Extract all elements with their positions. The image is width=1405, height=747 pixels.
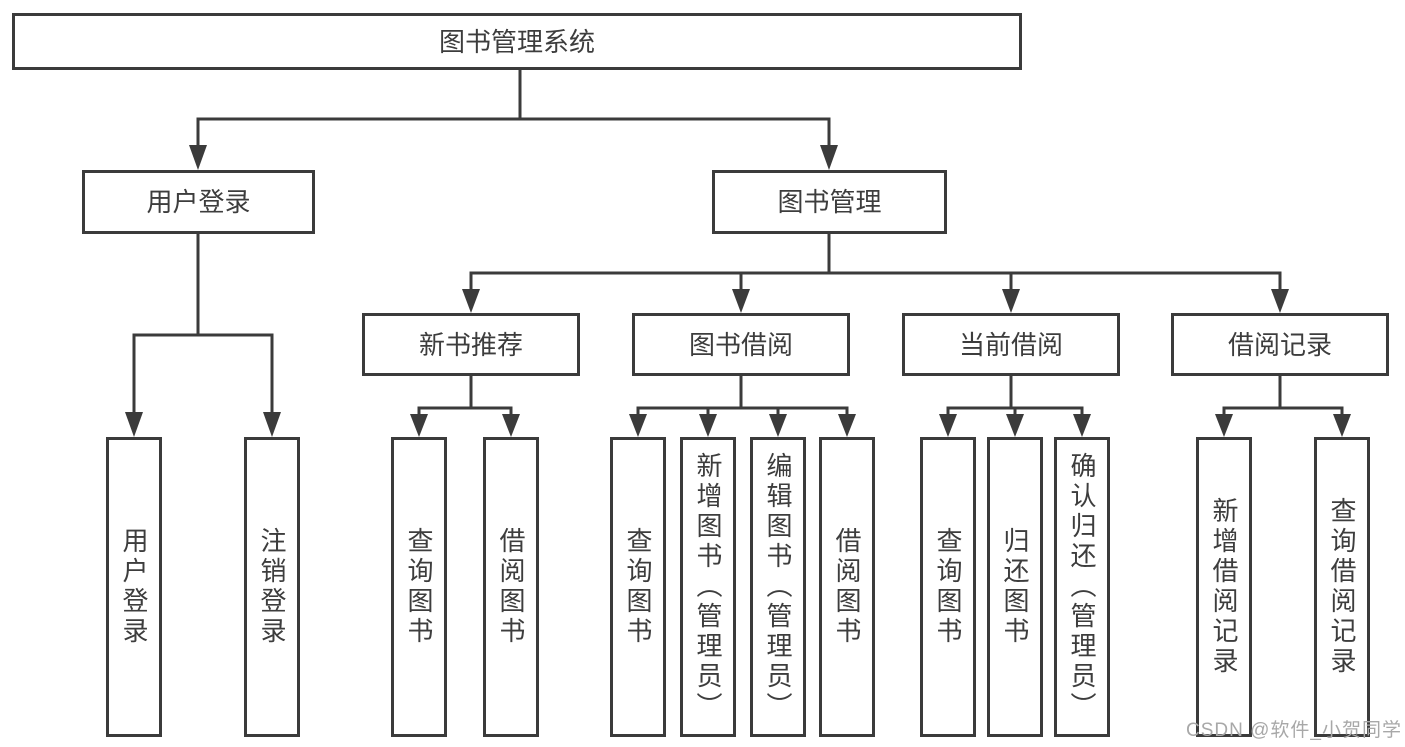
node-user-login-leaf: 用户登录	[106, 437, 162, 737]
node-nb-query-books: 查询图书	[391, 437, 447, 737]
node-cb-return-books: 归还图书	[987, 437, 1043, 737]
node-user-login: 用户登录	[82, 170, 315, 234]
node-borrow-records: 借阅记录	[1171, 313, 1389, 376]
node-cb-confirm-return-admin: 确认归还（管理员）	[1054, 437, 1110, 737]
node-br-add-record: 新增借阅记录	[1196, 437, 1252, 737]
node-new-book-recommend: 新书推荐	[362, 313, 580, 376]
node-logout-leaf: 注销登录	[244, 437, 300, 737]
node-bb-edit-books-admin: 编辑图书（管理员）	[750, 437, 806, 737]
node-book-management: 图书管理	[712, 170, 947, 234]
csdn-watermark: CSDN @软件_小贺同学	[1186, 720, 1402, 741]
node-bb-query-books: 查询图书	[610, 437, 666, 737]
node-book-borrow: 图书借阅	[632, 313, 850, 376]
node-bb-borrow-books: 借阅图书	[819, 437, 875, 737]
node-current-borrow: 当前借阅	[902, 313, 1120, 376]
node-cb-query-books: 查询图书	[920, 437, 976, 737]
node-br-query-record: 查询借阅记录	[1314, 437, 1370, 737]
node-bb-add-books-admin: 新增图书（管理员）	[680, 437, 736, 737]
node-nb-borrow-books: 借阅图书	[483, 437, 539, 737]
node-library-system: 图书管理系统	[12, 13, 1022, 70]
